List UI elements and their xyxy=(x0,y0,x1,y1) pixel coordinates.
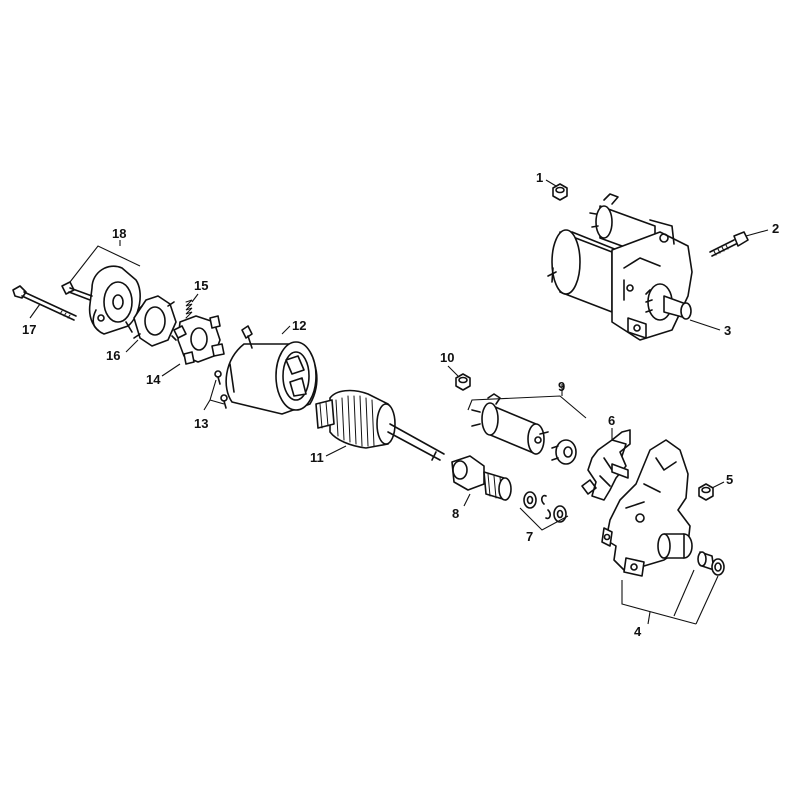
part-1-nut xyxy=(552,183,568,201)
callout-1: 1 xyxy=(536,170,543,185)
part-8-pinion-clutch xyxy=(451,455,512,501)
part-12-yoke xyxy=(225,325,318,415)
callout-15: 15 xyxy=(194,278,208,293)
callout-4: 4 xyxy=(634,624,642,639)
callout-18: 18 xyxy=(112,226,126,241)
callout-labels: 1 2 3 4 5 6 7 8 9 10 11 12 13 14 15 16 1… xyxy=(22,170,779,639)
part-4-drive-housing xyxy=(601,439,725,577)
part-15-spring xyxy=(185,299,193,319)
callout-11: 11 xyxy=(310,450,324,465)
part-14-brush-holder xyxy=(173,315,225,365)
part-10-nut xyxy=(455,373,471,391)
callout-10: 10 xyxy=(440,350,454,365)
part-9-solenoid xyxy=(471,393,577,465)
part-5-nut xyxy=(698,483,714,501)
part-11-armature xyxy=(315,389,445,461)
callout-12: 12 xyxy=(292,318,306,333)
callout-13: 13 xyxy=(194,416,208,431)
part-17-through-bolt xyxy=(12,285,77,321)
callout-17: 17 xyxy=(22,322,36,337)
part-2-bolt xyxy=(709,231,749,257)
callout-14: 14 xyxy=(146,372,161,387)
callout-3: 3 xyxy=(724,323,731,338)
callout-5: 5 xyxy=(726,472,733,487)
callout-6: 6 xyxy=(608,413,615,428)
callout-8: 8 xyxy=(452,506,459,521)
part-18-end-cover xyxy=(61,265,141,335)
part-13-screws xyxy=(214,370,228,409)
leader-lines xyxy=(29,179,769,625)
part-16-plate xyxy=(133,295,177,347)
callout-2: 2 xyxy=(772,221,779,236)
callout-16: 16 xyxy=(106,348,120,363)
part-6-shift-lever xyxy=(581,429,631,501)
part-7-washers xyxy=(523,491,567,523)
part-3-starter-assembly xyxy=(547,193,693,341)
callout-9: 9 xyxy=(558,379,565,394)
callout-7: 7 xyxy=(526,529,533,544)
